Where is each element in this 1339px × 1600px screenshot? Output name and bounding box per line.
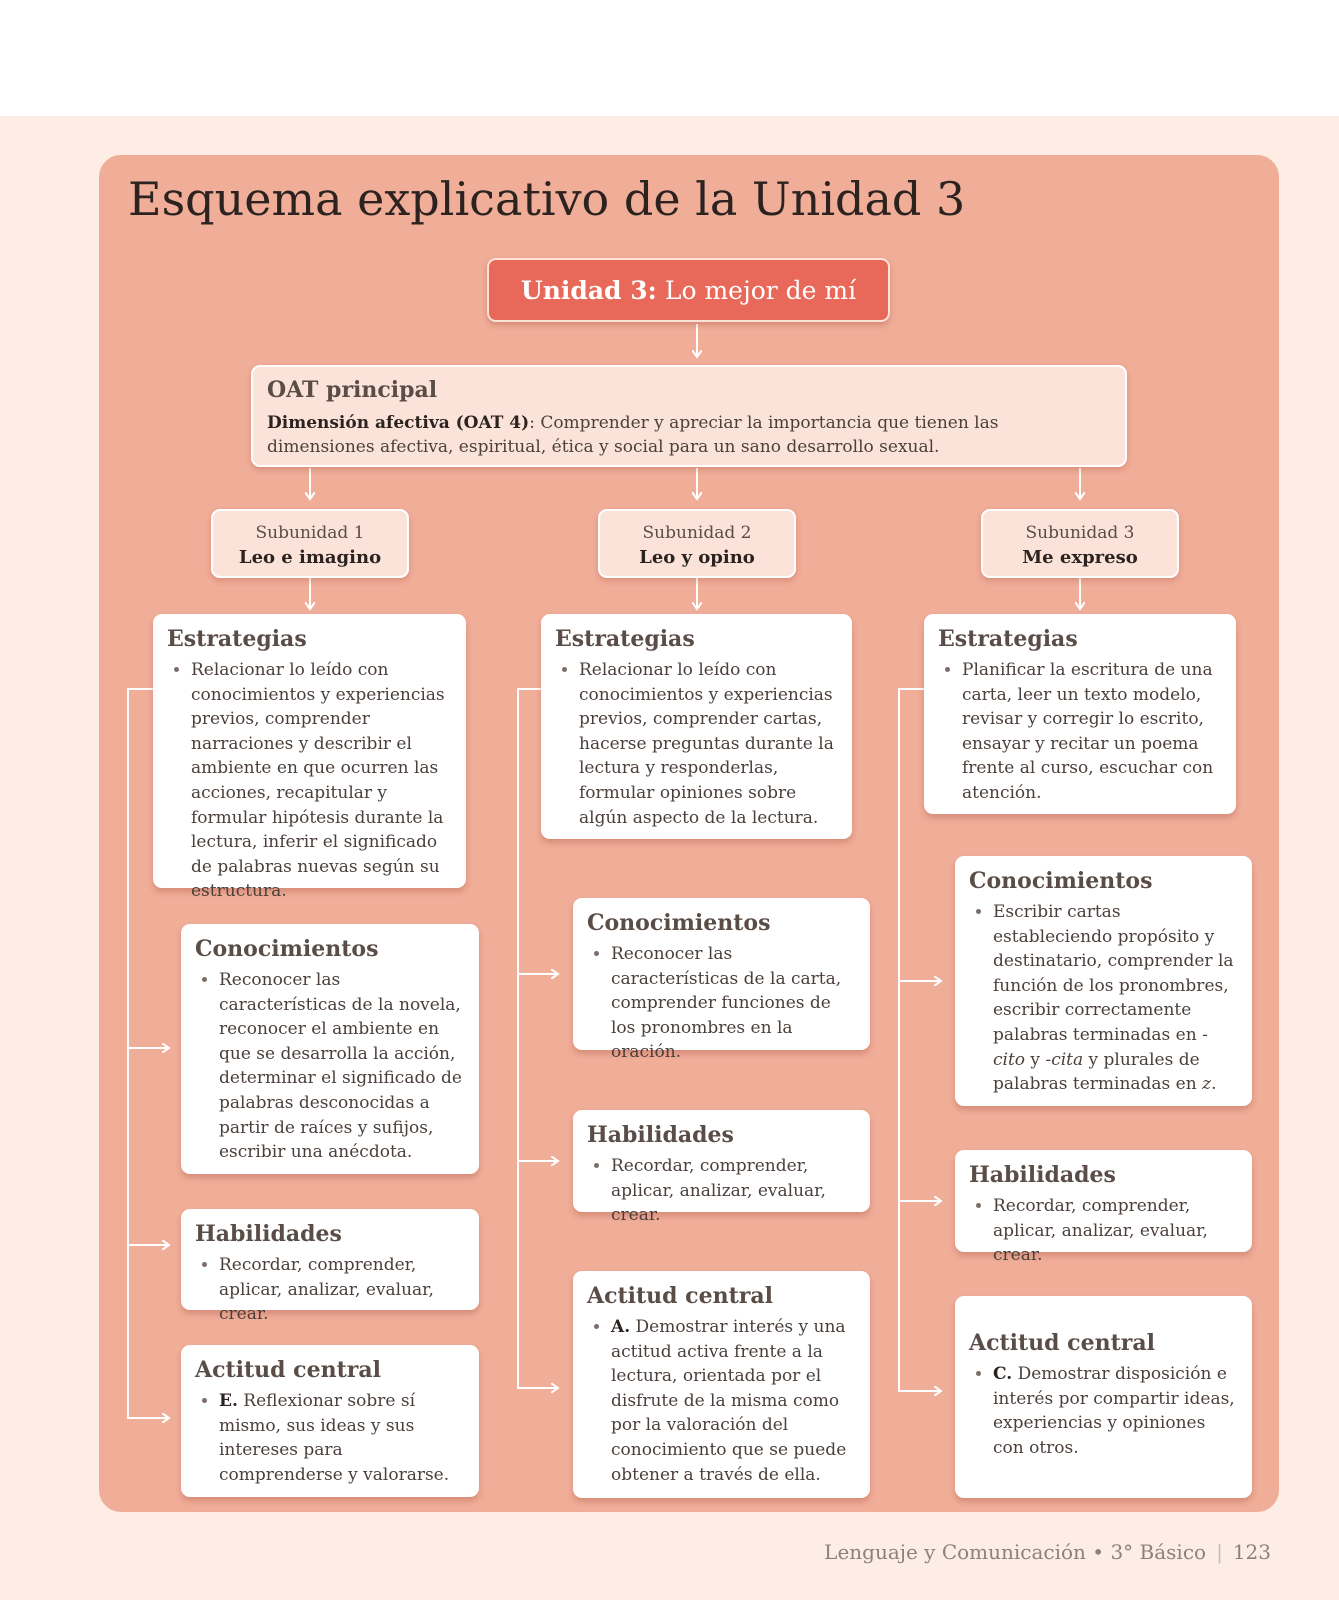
- col2-conocimientos-title: Conocimientos: [587, 910, 771, 936]
- col3-habilidades-title: Habilidades: [969, 1162, 1116, 1188]
- col1-actitud-card: Actitud central E. Reflexionar sobre sí …: [181, 1345, 479, 1497]
- subunit-2-name: Leo y opino: [639, 547, 755, 568]
- col1-estrategias-item: Relacionar lo leído con conocimientos y …: [191, 658, 452, 904]
- col3-conocimientos-text-a: Escribir cartas estableciendo propósito …: [993, 902, 1234, 1045]
- col1-estrategias-card: Estrategias Relacionar lo leído con cono…: [153, 614, 466, 901]
- col3-conocimientos-text-g: .: [1211, 1074, 1217, 1095]
- unit-label: Unidad 3:: [520, 275, 657, 305]
- col1-habilidades-title: Habilidades: [195, 1221, 342, 1247]
- col1-habilidades-card: Habilidades Recordar, comprender, aplica…: [181, 1209, 479, 1324]
- oat-title: OAT principal: [267, 377, 438, 403]
- col3-habilidades-item: Recordar, comprender, aplicar, analizar,…: [993, 1194, 1238, 1268]
- page-title: Esquema explicativo de la Unidad 3: [128, 172, 966, 226]
- oat-dimension: Dimensión afectiva (OAT 4): [267, 413, 530, 433]
- subunit-1-label: Subunidad 1: [255, 523, 365, 543]
- col3-actitud-title: Actitud central: [969, 1330, 1155, 1356]
- footer-subject: Lenguaje y Comunicación • 3° Básico: [824, 1540, 1207, 1564]
- col3-conocimientos-suffix-cita: -cita: [1045, 1049, 1084, 1070]
- unit-name: Lo mejor de mí: [664, 275, 857, 305]
- subunit-1-box: Subunidad 1 Leo e imagino: [211, 509, 409, 578]
- col2-actitud-card: Actitud central A. Demostrar interés y u…: [573, 1271, 870, 1498]
- col1-actitud-letter: E.: [219, 1391, 238, 1411]
- page-footer: Lenguaje y Comunicación • 3° Básico | 123: [824, 1540, 1271, 1564]
- unit-box: Unidad 3: Lo mejor de mí: [487, 258, 890, 322]
- oat-text: : Comprender y apreciar la importancia q…: [267, 413, 999, 457]
- col3-actitud-text: Demostrar disposición e interés por comp…: [993, 1364, 1235, 1458]
- col2-habilidades-item: Recordar, comprender, aplicar, analizar,…: [611, 1154, 856, 1228]
- col2-habilidades-title: Habilidades: [587, 1122, 734, 1148]
- oat-description: Dimensión afectiva (OAT 4): Comprender y…: [267, 411, 1111, 459]
- col3-actitud-item: C. Demostrar disposición e interés por c…: [993, 1362, 1238, 1460]
- col2-conocimientos-card: Conocimientos Reconocer las característi…: [573, 898, 870, 1062]
- branch-line-col1: [127, 688, 168, 1418]
- subunit-2-label: Subunidad 2: [642, 523, 752, 543]
- col3-habilidades-card: Habilidades Recordar, comprender, aplica…: [955, 1150, 1252, 1265]
- col3-estrategias-card: Estrategias Planificar la escritura de u…: [924, 614, 1236, 814]
- col3-conocimientos-title: Conocimientos: [969, 868, 1153, 894]
- col1-actitud-title: Actitud central: [195, 1357, 381, 1383]
- col1-conocimientos-card: Conocimientos Reconocer las característi…: [181, 924, 479, 1174]
- col2-estrategias-item: Relacionar lo leído con conocimientos y …: [579, 658, 838, 830]
- col3-actitud-letter: C.: [993, 1364, 1013, 1384]
- col3-conocimientos-item: Escribir cartas estableciendo propósito …: [993, 900, 1238, 1097]
- footer-separator: |: [1216, 1540, 1223, 1564]
- col1-conocimientos-title: Conocimientos: [195, 936, 379, 962]
- col1-actitud-item: E. Reflexionar sobre sí mismo, sus ideas…: [219, 1389, 465, 1487]
- subunit-1-name: Leo e imagino: [238, 547, 382, 568]
- oat-box: OAT principal Dimensión afectiva (OAT 4)…: [251, 365, 1127, 467]
- branch-line-col3: [898, 688, 940, 1391]
- col1-habilidades-item: Recordar, comprender, aplicar, analizar,…: [219, 1253, 465, 1327]
- subunit-3-label: Subunidad 3: [1025, 523, 1135, 543]
- col3-conocimientos-card: Conocimientos Escribir cartas establecie…: [955, 856, 1252, 1106]
- col3-conocimientos-text-e: y plurales de palabras terminadas en: [993, 1049, 1203, 1095]
- col2-actitud-item: A. Demostrar interés y una actitud activ…: [611, 1315, 856, 1487]
- subunit-3-name: Me expreso: [1022, 547, 1138, 568]
- col3-conocimientos-letter-z: z: [1202, 1074, 1212, 1095]
- col1-estrategias-title: Estrategias: [167, 626, 307, 652]
- subunit-3-box: Subunidad 3 Me expreso: [981, 509, 1179, 578]
- col3-conocimientos-suffix-cito: -cito: [993, 1024, 1208, 1070]
- col2-actitud-title: Actitud central: [587, 1283, 773, 1309]
- col2-estrategias-card: Estrategias Relacionar lo leído con cono…: [541, 614, 852, 839]
- col3-conocimientos-text-c: y: [1025, 1049, 1046, 1070]
- col2-estrategias-title: Estrategias: [555, 626, 695, 652]
- col1-actitud-text: Reflexionar sobre sí mismo, sus ideas y …: [219, 1391, 450, 1485]
- page-number: 123: [1232, 1540, 1271, 1564]
- col2-habilidades-card: Habilidades Recordar, comprender, aplica…: [573, 1110, 870, 1225]
- col2-actitud-text: Demostrar interés y una actitud activa f…: [611, 1317, 847, 1485]
- branch-line-col2: [517, 688, 557, 1388]
- col1-conocimientos-item: Reconocer las características de la nove…: [219, 968, 465, 1165]
- subunit-2-box: Subunidad 2 Leo y opino: [598, 509, 796, 578]
- col2-actitud-letter: A.: [611, 1317, 631, 1337]
- col3-estrategias-title: Estrategias: [938, 626, 1078, 652]
- col2-conocimientos-item: Reconocer las características de la cart…: [611, 942, 856, 1065]
- col3-actitud-card: Actitud central C. Demostrar disposición…: [955, 1296, 1252, 1498]
- col3-estrategias-item: Planificar la escritura de una carta, le…: [962, 658, 1222, 806]
